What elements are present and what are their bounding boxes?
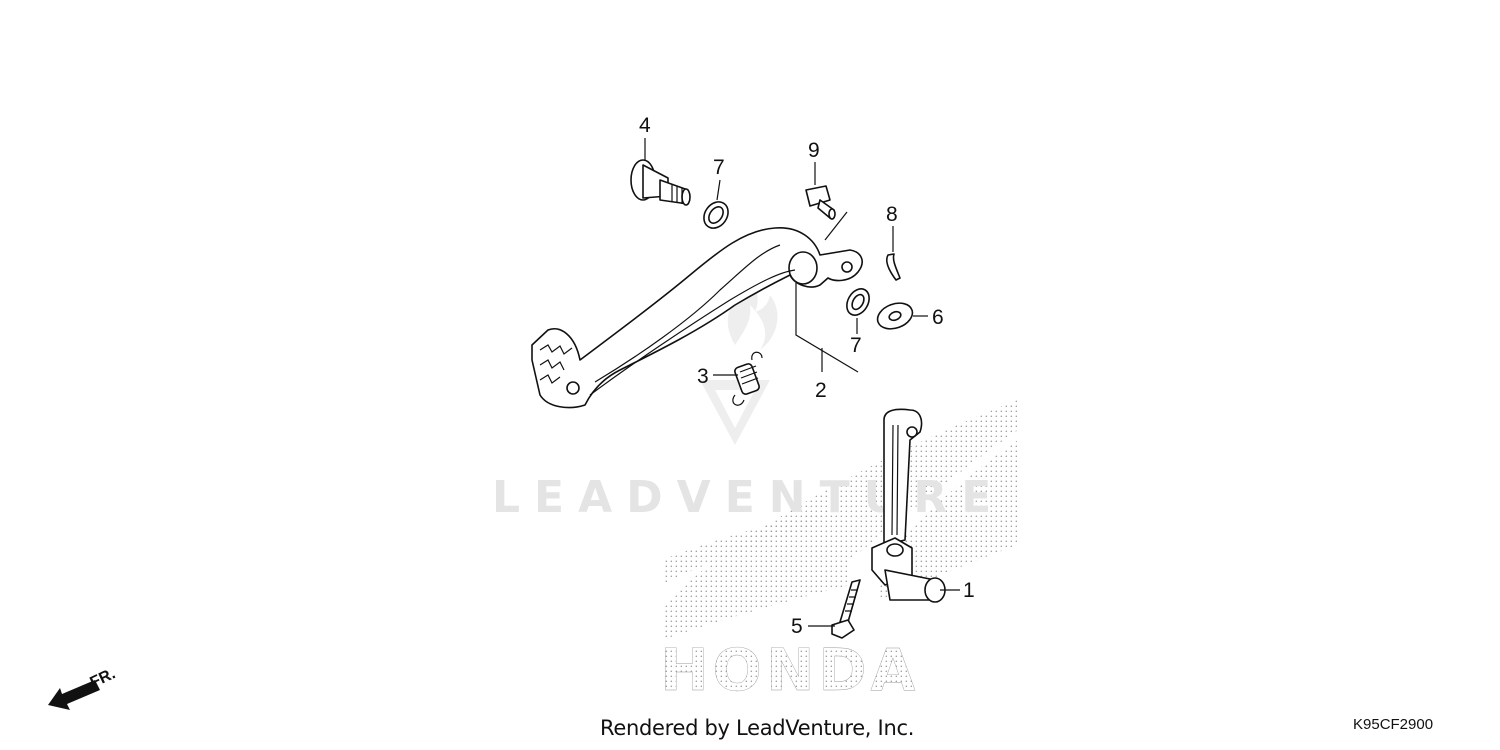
clevis-pin [805, 185, 836, 220]
honda-wing-watermark: HONDA [660, 400, 1018, 704]
shift-lever [871, 408, 946, 603]
footer-credit: Rendered by LeadVenture, Inc. [600, 716, 915, 740]
callout-4: 4 [639, 114, 651, 137]
callout-9: 9 [808, 139, 820, 162]
callout-7-upper: 7 [713, 156, 725, 179]
washer [876, 302, 914, 330]
pivot-bolt [630, 159, 691, 206]
brake-pedal [531, 227, 863, 409]
callout-2: 2 [815, 379, 827, 402]
front-direction-arrow-icon [48, 680, 100, 710]
leader-lines [644, 138, 960, 627]
callout-3: 3 [697, 365, 709, 388]
cotter-pin [885, 253, 901, 281]
diagram-code: K95CF2900 [1353, 716, 1434, 733]
callout-6: 6 [932, 306, 944, 329]
leadventure-watermark-text: LEADVENTURE [492, 472, 1005, 523]
o-ring-upper [703, 201, 729, 229]
callout-1: 1 [963, 579, 975, 602]
callout-5: 5 [791, 615, 803, 638]
front-direction-label: FR. [88, 665, 119, 691]
honda-watermark-text: HONDA [660, 636, 919, 704]
callout-7-lower: 7 [850, 334, 862, 357]
return-spring [732, 351, 763, 406]
flange-bolt [831, 579, 861, 639]
callout-8: 8 [886, 203, 898, 226]
o-ring-lower [846, 288, 870, 316]
